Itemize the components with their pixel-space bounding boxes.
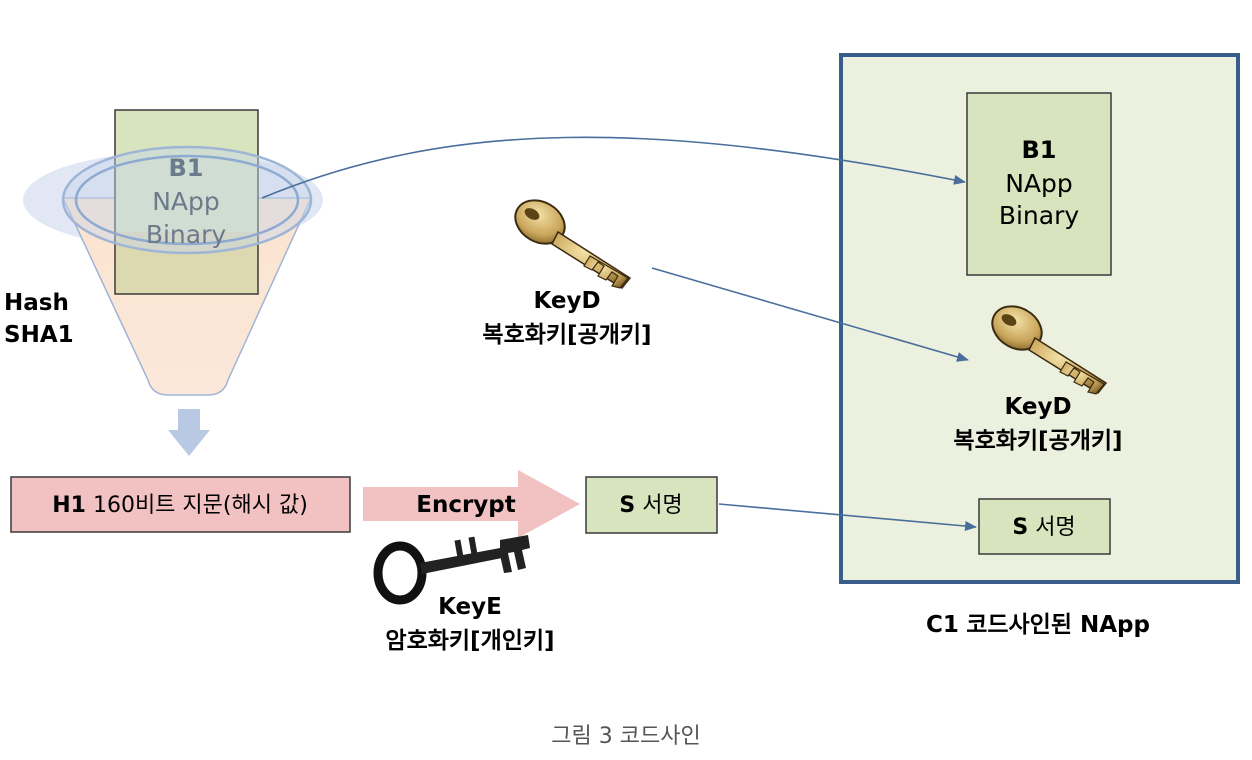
- hash-value-text: 160비트 지문(해시 값): [93, 493, 308, 518]
- funnel-block-line2: Binary: [146, 220, 227, 249]
- hash-value-bold: H1: [52, 493, 86, 518]
- container-block-line2: Binary: [999, 201, 1080, 230]
- key-d-name: KeyD: [533, 288, 600, 314]
- svg-text:S 서명: S 서명: [1012, 515, 1075, 540]
- container-key-d-desc: 복호화키[공개키]: [953, 428, 1122, 454]
- funnel-block-title: B1: [169, 154, 204, 182]
- public-key-icon: [514, 199, 632, 289]
- funnel-rim-inner: [74, 154, 300, 246]
- signature-box: S 서명: [585, 476, 718, 534]
- container-signature-box: [978, 498, 1111, 555]
- hash-label-line2: SHA1: [4, 322, 74, 348]
- svg-text:H1 160비트 지문(해시 값): H1 160비트 지문(해시 값): [52, 493, 308, 518]
- hash-label-line1: Hash: [4, 290, 69, 316]
- key-d-desc: 복호화키[공개키]: [482, 322, 651, 348]
- container-public-key-icon: [991, 305, 1108, 395]
- svg-text:S 서명: S 서명: [619, 493, 682, 518]
- container-label: 코드사인된 NApp: [966, 612, 1150, 638]
- container-signature-text: 서명: [1035, 515, 1075, 540]
- codesigned-container: B1 NApp Binary KeyD 복호화키[공개키] S 서명: [839, 53, 1240, 584]
- container-label-bold: C1: [926, 612, 959, 638]
- private-key-icon: [373, 535, 530, 605]
- container-block-title: B1: [1022, 136, 1057, 164]
- funnel-rim-outer: [61, 145, 313, 255]
- signature-text: 서명: [642, 493, 682, 518]
- container-signature-bold: S: [1012, 515, 1028, 540]
- down-arrow: [168, 409, 210, 456]
- hash-funnel: B1 NApp Binary: [23, 109, 323, 396]
- connector-key: [651, 267, 969, 362]
- signature-bold: S: [619, 493, 635, 518]
- container-binary-block: [966, 92, 1112, 276]
- funnel-block-line1: NApp: [152, 187, 220, 216]
- connector-binary: [261, 136, 966, 199]
- key-e-desc: 암호화키[개인키]: [385, 628, 554, 654]
- encrypt-label: Encrypt: [416, 492, 516, 518]
- figure-caption: 그림 3 코드사인: [551, 724, 701, 749]
- connector-signature: [718, 503, 977, 531]
- container-key-d-name: KeyD: [1004, 394, 1071, 420]
- svg-text:C1 코드사인된 NApp: C1 코드사인된 NApp: [926, 612, 1150, 638]
- key-e-name: KeyE: [438, 594, 502, 620]
- container-block-line1: NApp: [1005, 169, 1073, 198]
- hash-value-box: H1 160비트 지문(해시 값): [10, 476, 351, 533]
- encrypt-arrow: Encrypt: [363, 470, 580, 538]
